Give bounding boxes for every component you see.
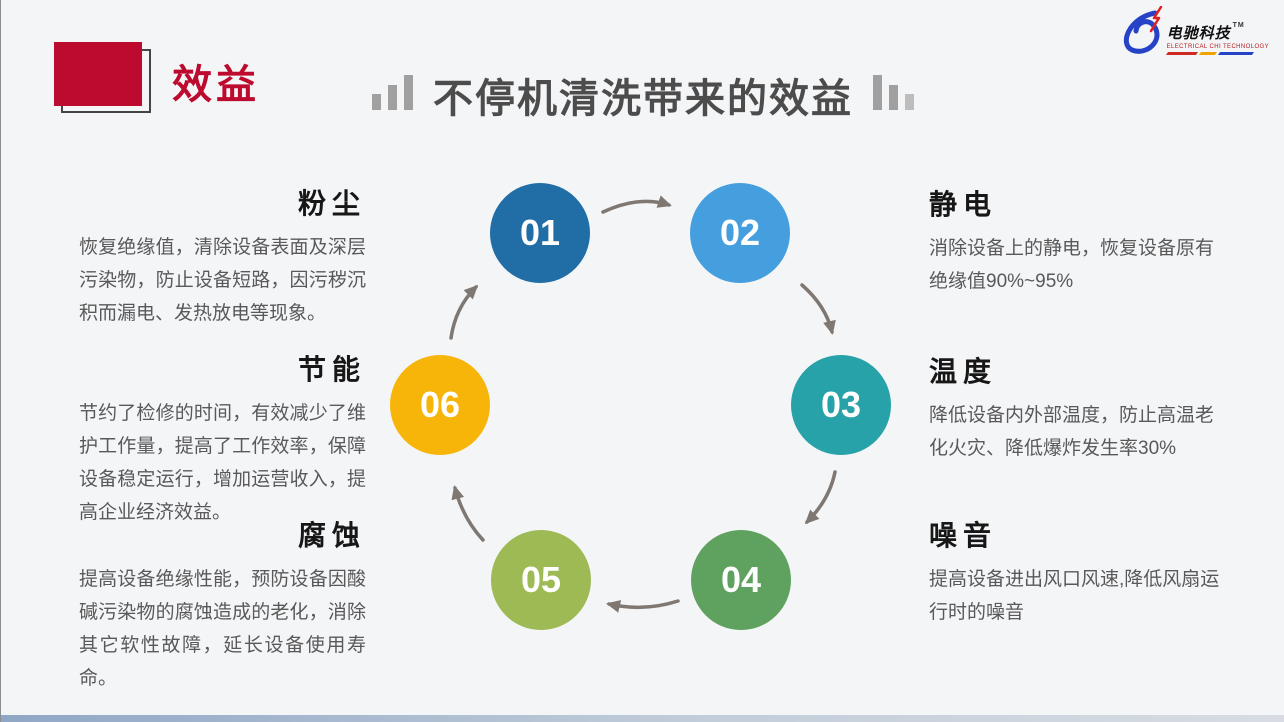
benefit-body: 提高设备进出风口风速,降低风扇运行时的噪音 bbox=[929, 569, 1220, 623]
step-number: 02 bbox=[719, 212, 761, 253]
benefit-block-dust: 粉尘 恢复绝缘值，清除设备表面及深层污染物，防止设备短路，因污秽沉积而漏电、发热… bbox=[79, 182, 366, 330]
step-number: 04 bbox=[720, 559, 762, 600]
title-row: 不停机清洗带来的效益 bbox=[1, 66, 1284, 124]
corner-label: 效益 bbox=[172, 63, 260, 107]
benefit-body: 降低设备内外部温度，防止高温老化火灾、降低爆炸发生率30% bbox=[929, 405, 1215, 459]
step-number: 05 bbox=[520, 559, 562, 600]
cycle-arrow-5-6 bbox=[451, 485, 485, 542]
benefit-title: 粉尘 bbox=[297, 188, 366, 219]
step-number: 03 bbox=[820, 384, 862, 425]
step-number: 06 bbox=[419, 384, 461, 425]
benefit-title: 噪音 bbox=[929, 520, 998, 551]
benefit-block-energy: 节能 节约了检修的时间，有效减少了维护工作量，提高了工作效率，保障设备稳定运行，… bbox=[79, 348, 366, 529]
benefit-body: 提高设备绝缘性能，预防设备因酸碱污染物的腐蚀造成的老化，消除其它软性故障，延长设… bbox=[79, 569, 366, 689]
benefit-body: 消除设备上的静电，恢复设备原有绝缘值90%~95% bbox=[929, 238, 1215, 292]
logo-stripes-icon bbox=[1165, 52, 1269, 55]
benefit-title: 腐蚀 bbox=[297, 520, 366, 551]
cycle-step-6: 06 bbox=[390, 355, 490, 455]
cycle-arrow-6-1 bbox=[449, 284, 479, 340]
cycle-step-2: 02 bbox=[690, 183, 790, 283]
logo-tm: TM bbox=[1232, 22, 1245, 29]
bottom-accent-bar bbox=[1, 715, 1284, 722]
cycle-arrow-4-5 bbox=[606, 599, 680, 613]
benefit-block-corrosion: 腐蚀 提高设备绝缘性能，预防设备因酸碱污染物的腐蚀造成的老化，消除其它软性故障，… bbox=[79, 514, 366, 695]
step-number: 01 bbox=[519, 212, 561, 253]
benefit-title: 温度 bbox=[929, 356, 998, 387]
lightning-bolt-icon bbox=[1149, 6, 1162, 33]
corner-accent-block bbox=[54, 42, 142, 106]
cycle-arrow-3-4 bbox=[804, 470, 837, 525]
cycle-step-3: 03 bbox=[791, 355, 891, 455]
benefit-title: 静电 bbox=[929, 189, 998, 220]
cycle-arrow-1-2 bbox=[601, 195, 672, 214]
logo-swoosh-icon bbox=[1123, 6, 1162, 54]
benefit-block-noise: 噪音 提高设备进出风口风速,降低风扇运行时的噪音 bbox=[929, 514, 1221, 629]
benefit-title: 节能 bbox=[297, 354, 366, 385]
cycle-step-4: 04 bbox=[691, 530, 791, 630]
cycle-step-1: 01 bbox=[490, 183, 590, 283]
benefit-body: 节约了检修的时间，有效减少了维护工作量，提高了工作效率，保障设备稳定运行，增加运… bbox=[79, 403, 366, 523]
title-decor-bars-left-icon bbox=[372, 74, 413, 116]
benefit-block-static: 静电 消除设备上的静电，恢复设备原有绝缘值90%~95% bbox=[929, 183, 1221, 298]
page-title: 不停机清洗带来的效益 bbox=[433, 77, 853, 121]
cycle-arrow-2-3 bbox=[800, 283, 836, 335]
title-decor-bars-right-icon bbox=[873, 74, 914, 116]
benefit-body: 恢复绝缘值，清除设备表面及深层污染物，防止设备短路，因污秽沉积而漏电、发热放电等… bbox=[79, 237, 366, 324]
cycle-step-5: 05 bbox=[491, 530, 591, 630]
logo-subtitle: ELECTRICAL CHI TECHNOLOGY bbox=[1166, 44, 1269, 50]
benefit-block-temperature: 温度 降低设备内外部温度，防止高温老化火灾、降低爆炸发生率30% bbox=[929, 350, 1221, 465]
